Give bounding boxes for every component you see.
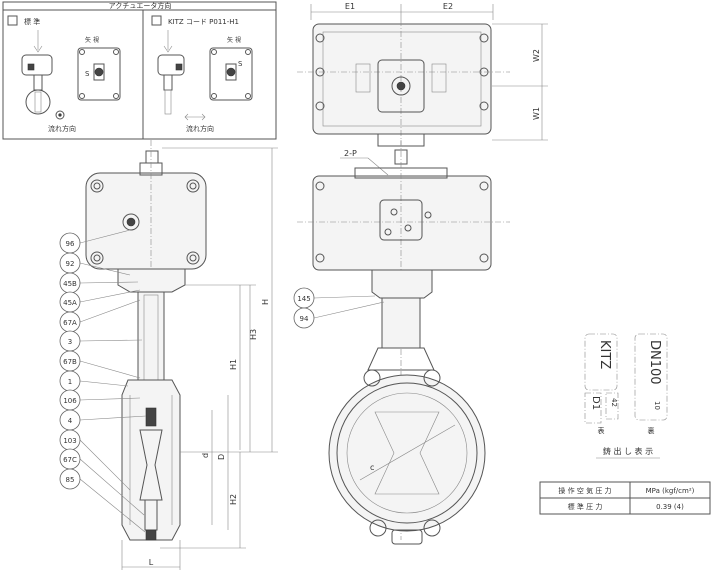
dim-W1: W1 — [532, 107, 541, 120]
marking-10: 10 — [653, 401, 661, 410]
svg-text:67B: 67B — [63, 358, 77, 366]
svg-text:3: 3 — [68, 338, 72, 346]
svg-text:4: 4 — [68, 417, 73, 425]
right-flow-arrow-icon — [184, 113, 206, 121]
left-s-mark: S — [85, 70, 90, 78]
kitz-marking-box — [584, 333, 618, 391]
kitz-code-checkbox[interactable] — [151, 15, 162, 26]
left-arrow-view-label: 矢 視 — [85, 36, 99, 44]
right-s-mark: S — [238, 60, 243, 68]
svg-text:45B: 45B — [63, 280, 77, 288]
svg-text:67C: 67C — [63, 456, 77, 464]
part-label: 106 — [59, 389, 141, 411]
standard-checkbox[interactable] — [7, 15, 18, 26]
svg-text:1: 1 — [68, 378, 72, 386]
svg-text:92: 92 — [66, 260, 75, 268]
orientation-title: アクチュエータ方向 — [109, 1, 172, 10]
orientation-box: アクチュエータ方向 標 準 矢 視 流れ方向 — [2, 1, 277, 140]
cast-markings: KITZ DN100 D1 42 10 表 裏 鋳 出 し 表 示 — [584, 333, 668, 459]
marking-d1: D1 — [590, 396, 601, 410]
svg-text:85: 85 — [66, 476, 75, 484]
right-arrow-view-label: 矢 視 — [227, 36, 241, 44]
dim-H2: H2 — [229, 494, 238, 505]
dim-E2: E2 — [443, 2, 453, 11]
pressure-table: 操 作 空 気 圧 力 MPa (kgf/cm²) 標 準 圧 力 0.39 (… — [539, 481, 711, 515]
marking-kitz: KITZ — [597, 340, 612, 369]
table-row-label: 標 準 圧 力 — [568, 502, 603, 511]
label-back: 裏 — [648, 426, 655, 435]
label-front: 表 — [598, 426, 605, 435]
front-view: 2-P c 145 94 — [293, 140, 510, 545]
dim-H1: H1 — [229, 359, 238, 370]
d1-marking-box — [584, 392, 602, 424]
dim-H: H — [261, 299, 270, 305]
left-flow-label: 流れ方向 — [48, 124, 76, 133]
svg-text:103: 103 — [63, 437, 76, 445]
svg-text:67A: 67A — [63, 319, 77, 327]
left-valve-icon — [21, 30, 53, 115]
dim-W2: W2 — [532, 49, 541, 62]
svg-text:94: 94 — [300, 315, 309, 323]
part-label: 1 — [59, 370, 129, 392]
42-marking-box — [605, 392, 619, 420]
dim-c: c — [370, 463, 374, 472]
svg-text:45A: 45A — [63, 299, 77, 307]
part-label: 67C — [59, 448, 145, 516]
right-flow-label: 流れ方向 — [186, 124, 214, 133]
part-label: 145 — [293, 287, 376, 309]
dim-L: L — [149, 558, 154, 567]
right-valve-icon — [157, 30, 185, 115]
marking-42: 42 — [610, 398, 618, 407]
part-label: 45A — [59, 289, 141, 313]
right-actuator-top-icon: S — [209, 47, 253, 101]
part-label: 85 — [59, 468, 146, 533]
part-callouts: 96 92 45B 45A 67A 3 67B 1 106 4 103 67C … — [59, 229, 147, 533]
dim-D: D — [217, 454, 226, 460]
standard-option-label: 標 準 — [24, 17, 40, 26]
dim-H3: H3 — [249, 329, 258, 340]
svg-text:106: 106 — [63, 397, 77, 405]
section-view: H H3 H1 H2 d D L — [85, 140, 278, 570]
table-header-label: 操 作 空 気 圧 力 — [558, 486, 611, 495]
dn-marking-box — [634, 333, 668, 421]
left-actuator-top-icon: S — [77, 47, 121, 101]
svg-text:96: 96 — [66, 240, 75, 248]
part-label: 3 — [59, 330, 143, 352]
part-label: 94 — [293, 301, 385, 329]
marking-caption: 鋳 出 し 表 示 — [603, 446, 653, 456]
top-view: E1 E2 W2 W1 — [297, 2, 548, 147]
dim-d: d — [201, 453, 210, 458]
part-label: 103 — [59, 429, 131, 491]
part-label: 96 — [59, 229, 131, 254]
marking-dn: DN100 — [647, 340, 662, 385]
kitz-code-option-label: KITZ コード P011-H1 — [168, 18, 239, 26]
dim-E1: E1 — [345, 2, 355, 11]
svg-text:145: 145 — [297, 295, 310, 303]
dim-2P: 2-P — [344, 149, 357, 158]
table-header-unit: MPa (kgf/cm²) — [646, 487, 695, 495]
left-flow-symbol — [55, 110, 65, 120]
table-row-value: 0.39 (4) — [656, 503, 684, 511]
part-label: 67A — [59, 299, 141, 333]
